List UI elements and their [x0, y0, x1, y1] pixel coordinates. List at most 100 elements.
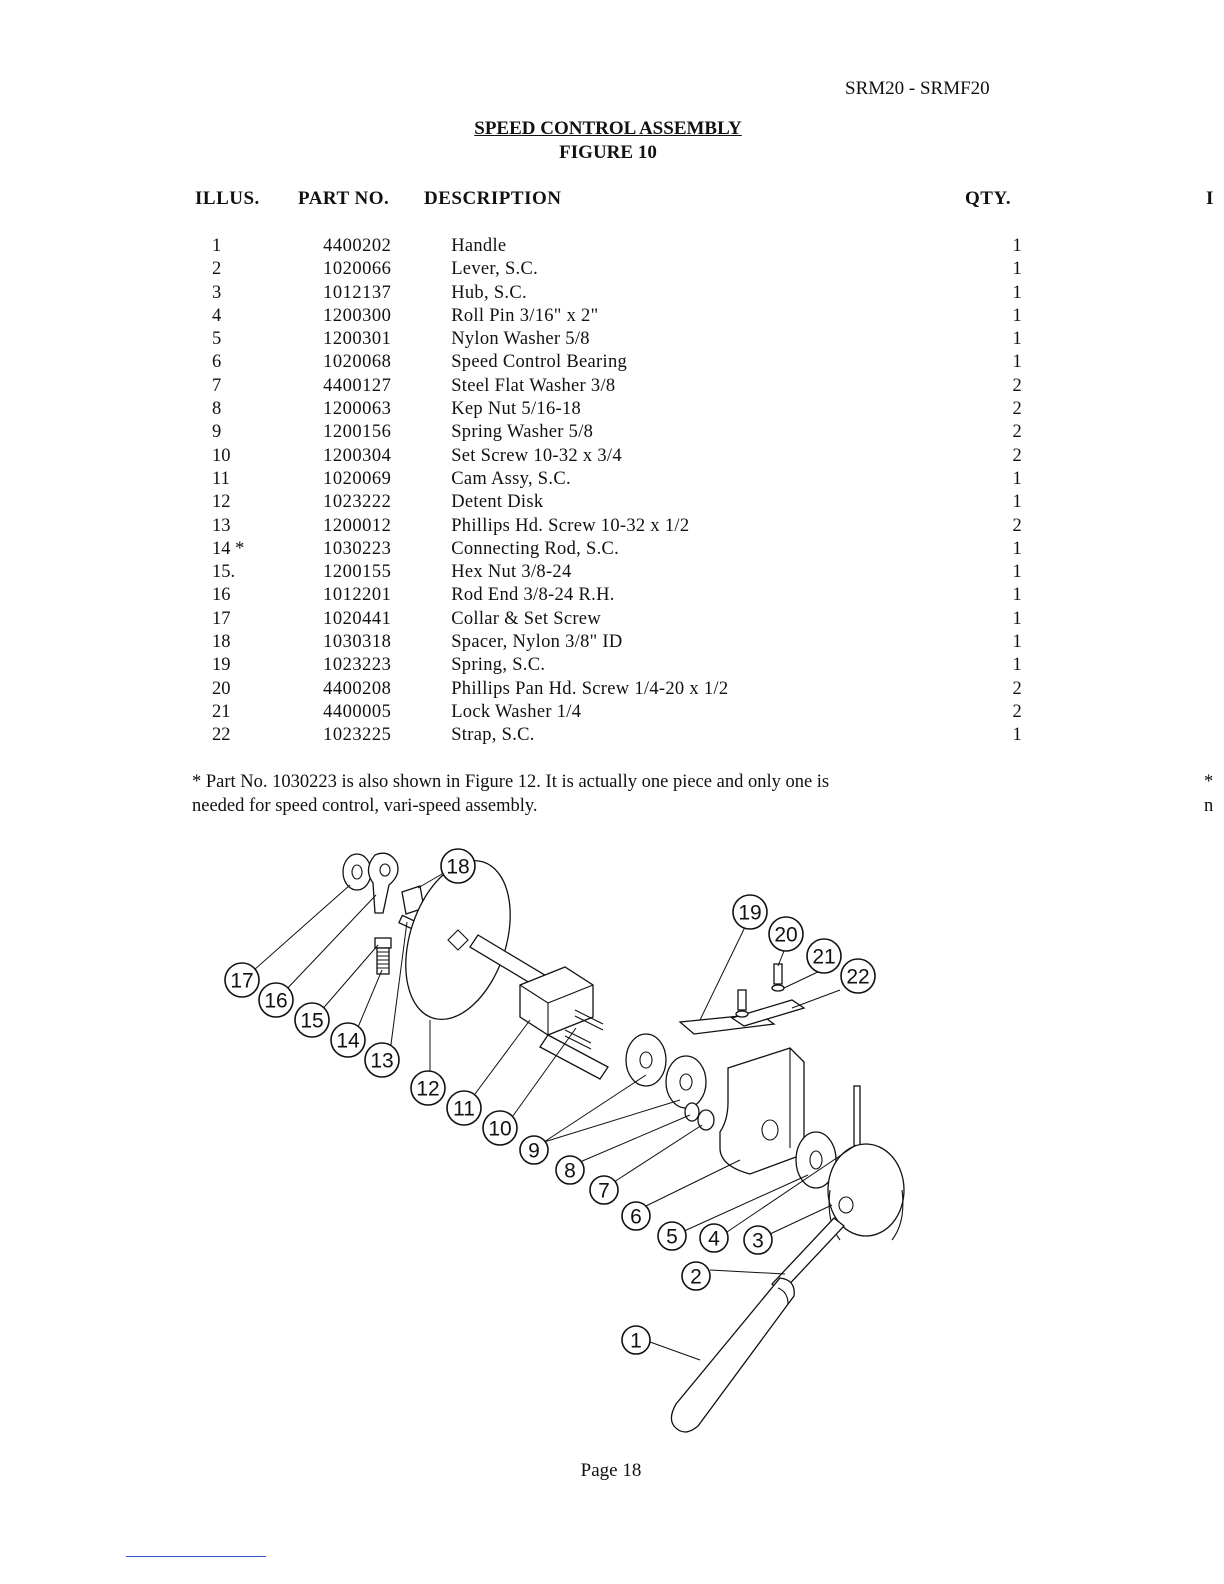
- diagram-parts: [342, 852, 905, 1433]
- callout-19: 19: [732, 894, 768, 930]
- cell-part-no: 1200155: [323, 562, 392, 583]
- callout-16: 16: [258, 982, 294, 1018]
- cell-description: Spring Washer 5/8: [451, 422, 594, 443]
- callout-number: 4: [708, 1228, 720, 1251]
- callout-circle: [681, 1261, 711, 1291]
- callout-circle: [258, 982, 294, 1018]
- column-header-part-no: PART NO.: [298, 188, 390, 209]
- leader-17: [253, 884, 351, 971]
- steel-flat-washer-part: [697, 1109, 715, 1131]
- spring-washer-hole-a: [639, 1051, 653, 1069]
- cam-assy-edges: [519, 984, 594, 1035]
- strap-part: [730, 999, 806, 1027]
- callout-circle: [364, 1042, 400, 1078]
- callout-3: 3: [743, 1225, 773, 1255]
- callout-number: 17: [230, 970, 253, 993]
- cell-description: Strap, S.C.: [451, 725, 535, 746]
- leader-8: [579, 1114, 691, 1163]
- pan-screw-part-a: [773, 963, 783, 985]
- cell-description: Nylon Washer 5/8: [451, 329, 590, 350]
- cell-description: Phillips Pan Hd. Screw 1/4-20 x 1/2: [451, 678, 729, 699]
- callout-leader-lines: [253, 873, 857, 1361]
- lock-washer-part-a: [771, 984, 785, 992]
- leader-22: [791, 989, 841, 1009]
- cell-description: Speed Control Bearing: [451, 352, 628, 373]
- leader-21: [783, 969, 823, 989]
- callout-8: 8: [555, 1155, 585, 1185]
- leader-18: [417, 873, 443, 889]
- footnote-line-2: needed for speed control, vari-speed ass…: [192, 796, 538, 816]
- cell-illus: 1: [212, 236, 222, 256]
- callout-5: 5: [657, 1221, 687, 1251]
- callout-circle: [410, 1070, 446, 1106]
- cell-qty: 1: [1012, 259, 1022, 280]
- cropped-note-fragment-1: *: [1204, 772, 1214, 792]
- leader-19: [699, 924, 747, 1021]
- figure-label: FIGURE 10: [559, 142, 657, 163]
- cell-part-no: 4400202: [323, 236, 392, 256]
- leader-10: [509, 1027, 577, 1121]
- callout-circle: [440, 848, 476, 884]
- collar-bore: [351, 864, 363, 880]
- cell-description: Hub, S.C.: [451, 282, 527, 303]
- callout-number: 12: [416, 1078, 439, 1101]
- callout-circle: [840, 958, 876, 994]
- callout-circle: [294, 1002, 330, 1038]
- callout-number: 16: [264, 990, 287, 1013]
- cell-description: Detent Disk: [451, 492, 544, 513]
- callout-circle: [224, 962, 260, 998]
- cell-part-no: 4400005: [323, 701, 392, 722]
- rod-end-part: [367, 852, 399, 914]
- callout-20: 20: [768, 916, 804, 952]
- nylon-washer-part: [795, 1131, 837, 1189]
- callout-21: 21: [806, 938, 842, 974]
- cell-illus: 14 *: [212, 538, 245, 559]
- footnote: * Part No. 1030223 is also shown in Figu…: [192, 770, 992, 818]
- cell-part-no: 1023225: [323, 725, 392, 746]
- cell-qty: 2: [1012, 422, 1022, 443]
- callout-number: 14: [336, 1030, 360, 1053]
- leader-1: [649, 1341, 701, 1361]
- pan-screw-part-b: [737, 989, 747, 1011]
- cell-qty: 1: [1012, 468, 1022, 489]
- callout-6: 6: [621, 1201, 651, 1231]
- header-model-number: SRM20 - SRMF20: [845, 78, 990, 99]
- cell-part-no: 1200300: [323, 305, 392, 326]
- leader-15: [319, 944, 379, 1013]
- callout-circle: [482, 1110, 518, 1146]
- cell-part-no: 1020066: [323, 259, 392, 280]
- cell-qty: 1: [1012, 585, 1022, 606]
- cell-illus: 7: [212, 375, 222, 396]
- cropped-heading-fragment: I: [1206, 188, 1214, 209]
- cell-qty: 2: [1012, 515, 1022, 536]
- cell-illus: 4: [212, 305, 222, 326]
- cell-part-no: 1012137: [323, 282, 392, 303]
- detent-disk-hub: [447, 929, 469, 951]
- cell-qty: 1: [1012, 329, 1022, 350]
- cell-illus: 2: [212, 259, 222, 280]
- cell-illus: 12: [212, 492, 231, 513]
- spring-washer-hole-b: [679, 1073, 693, 1091]
- callout-number: 5: [666, 1226, 678, 1249]
- hub-body-lines: [828, 1189, 904, 1241]
- cell-qty: 2: [1012, 375, 1022, 396]
- callout-number: 3: [752, 1230, 764, 1253]
- cell-illus: 21: [212, 701, 231, 722]
- cell-illus: 15.: [212, 562, 236, 583]
- cell-qty: 2: [1012, 399, 1022, 420]
- callout-number: 2: [690, 1266, 702, 1289]
- leader-6: [645, 1159, 741, 1207]
- cell-qty: 1: [1012, 725, 1022, 746]
- callout-circle: [621, 1201, 651, 1231]
- leader-3: [769, 1204, 833, 1235]
- cell-part-no: 4400208: [323, 678, 392, 699]
- lock-washer-part-b: [735, 1010, 749, 1018]
